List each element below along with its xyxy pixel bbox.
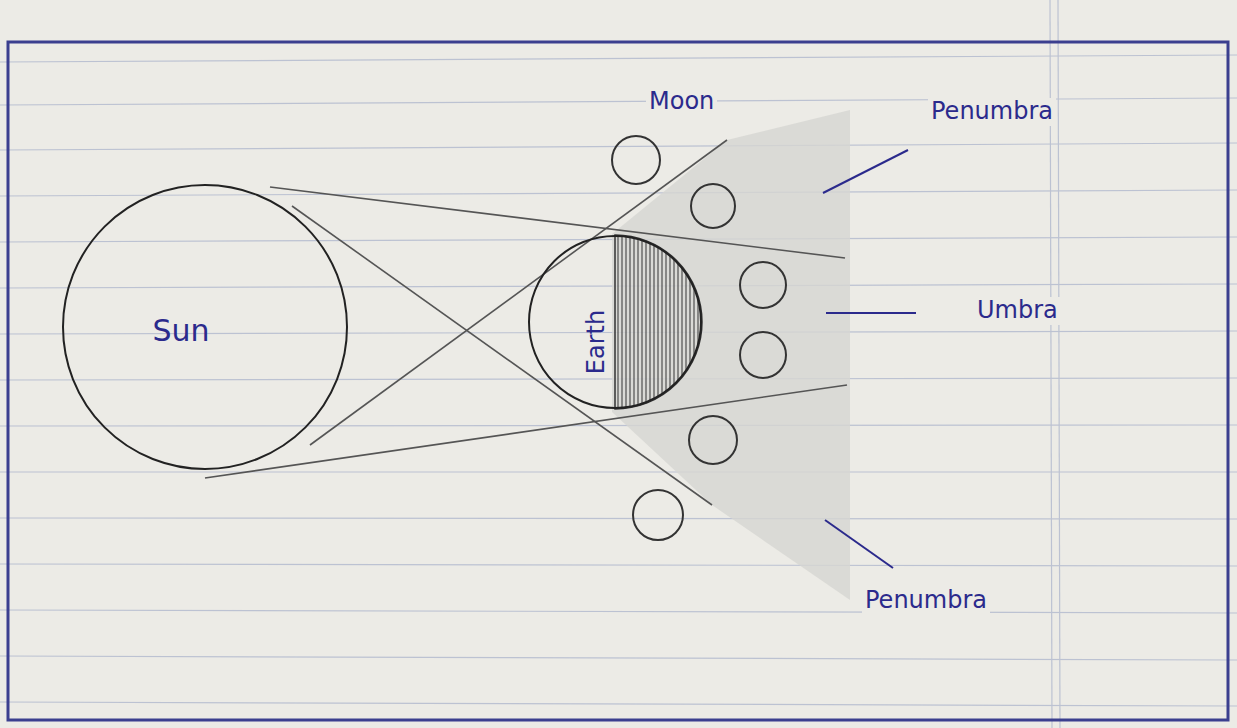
node-outline — [528, 235, 702, 409]
node-text: Earth — [583, 310, 609, 374]
leader-lines — [823, 150, 916, 568]
umbra-label: Umbra — [974, 297, 1061, 325]
earth-circle: Earth — [528, 235, 702, 409]
penumbra-label: Penumbra — [928, 98, 1056, 126]
shadow-shading — [612, 110, 850, 600]
light-rays — [205, 140, 847, 505]
page-border — [8, 42, 1228, 720]
penumbra-label: Penumbra — [862, 587, 990, 615]
page-border-top — [8, 12, 1228, 44]
earth-night-hatching — [615, 235, 702, 409]
sun-circle: Sun — [62, 184, 348, 470]
moon-label: Moon — [646, 88, 717, 116]
node-text: Sun — [152, 314, 209, 347]
